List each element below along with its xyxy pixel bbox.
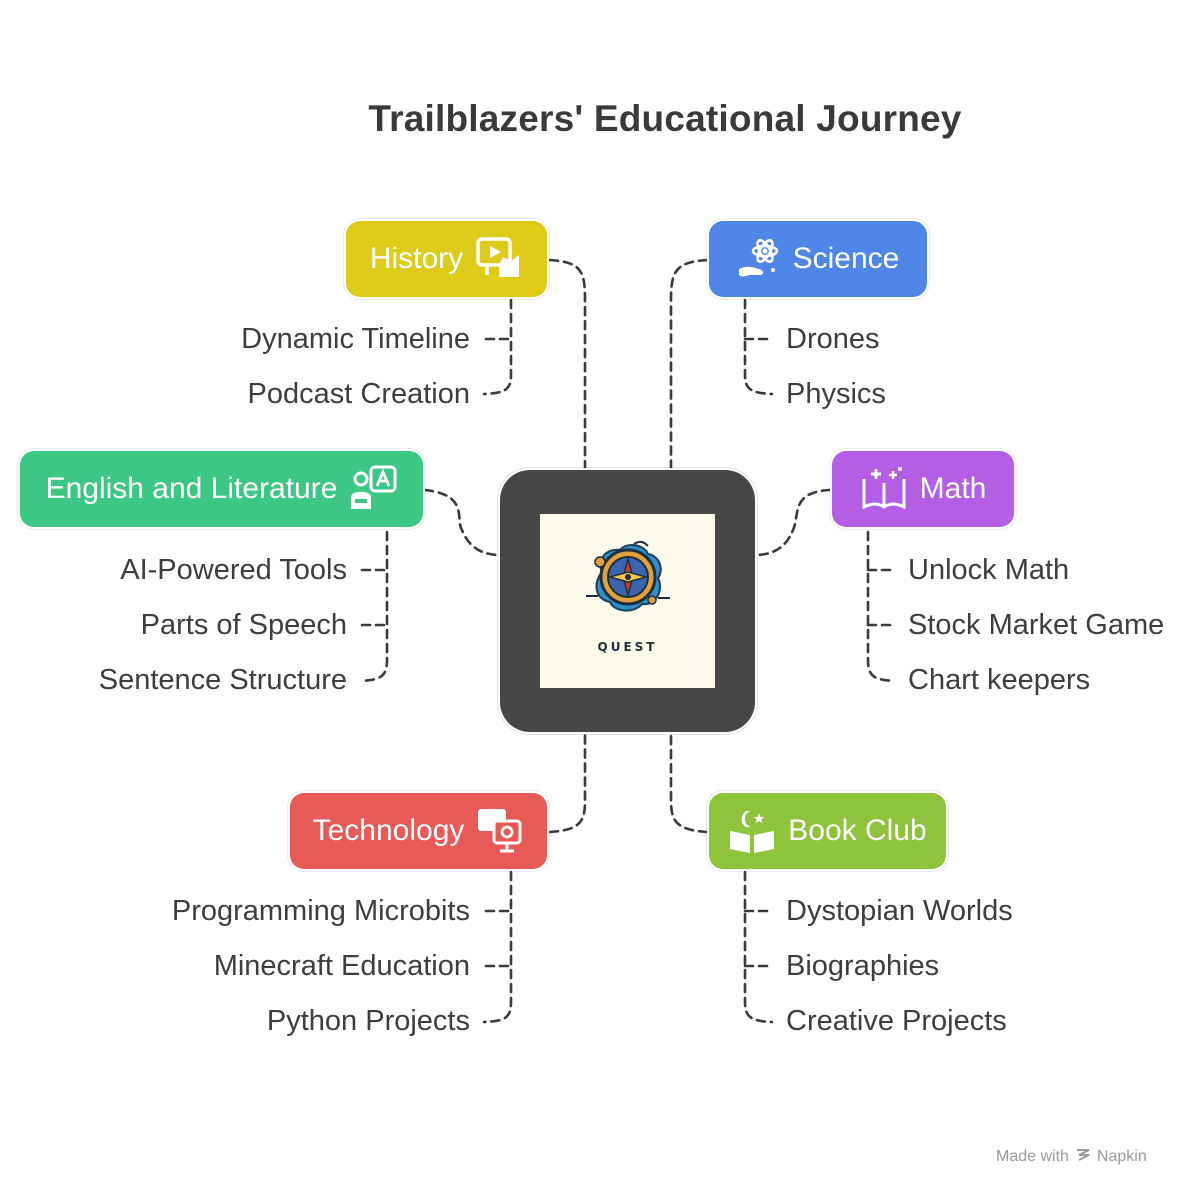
technology-label: Technology (312, 814, 465, 847)
napkin-brand: Napkin (1096, 1147, 1147, 1165)
list-item: Chart keepers (908, 664, 1091, 696)
science-label: Science (792, 242, 900, 275)
quest-logo: QUEST (540, 514, 715, 688)
book-club-node: Book Club (709, 793, 946, 869)
list-item: Minecraft Education (213, 950, 470, 982)
monitor-camera-icon (476, 807, 524, 855)
video-board-icon (475, 235, 523, 283)
connector-history (548, 258, 587, 470)
science-node: Science (709, 221, 927, 297)
list-item: Podcast Creation (247, 378, 470, 410)
branch-math (866, 530, 897, 683)
footer-credit: Made with Napkin (996, 1146, 1147, 1167)
list-item: Physics (786, 378, 886, 410)
connector-science (669, 258, 709, 470)
history-node: History (346, 221, 547, 297)
napkin-logo-icon (1075, 1146, 1091, 1167)
branch-history (482, 298, 513, 396)
connector-english (423, 488, 502, 557)
connector-math (753, 488, 832, 557)
english-literature-label: English and Literature (45, 472, 338, 505)
history-label: History (369, 242, 464, 275)
list-item: Sentence Structure (98, 664, 347, 696)
list-item: Parts of Speech (140, 609, 347, 641)
list-item: Programming Microbits (171, 895, 470, 927)
moon-book-icon (728, 807, 776, 855)
branch-technology (482, 870, 513, 1024)
list-item: Biographies (786, 950, 940, 982)
list-item: Python Projects (266, 1005, 470, 1037)
made-with-text: Made with (996, 1147, 1069, 1165)
math-label: Math (919, 472, 987, 505)
central-hub: QUEST (500, 470, 755, 732)
list-item: Dystopian Worlds (786, 895, 1013, 927)
connector-technology (548, 731, 587, 834)
atom-hand-icon (737, 237, 781, 281)
math-node: Math (832, 451, 1014, 527)
branch-english (358, 530, 389, 683)
diagram-title: Trailblazers' Educational Journey (368, 98, 962, 139)
quest-logo-text: QUEST (597, 640, 658, 654)
connector-book-club (669, 731, 709, 834)
list-item: AI-Powered Tools (120, 554, 347, 586)
list-item: Dynamic Timeline (241, 323, 470, 355)
book-sparkle-icon (860, 465, 908, 513)
branch-science (743, 298, 774, 396)
english-literature-node: English and Literature (20, 451, 423, 527)
book-club-label: Book Club (788, 814, 927, 847)
technology-node: Technology (290, 793, 547, 869)
list-item: Unlock Math (908, 554, 1070, 586)
branch-book-club (743, 870, 774, 1024)
list-item: Stock Market Game (908, 609, 1165, 641)
list-item: Creative Projects (786, 1005, 1007, 1037)
list-item: Drones (786, 323, 880, 355)
compass-icon (586, 540, 670, 612)
person-letter-icon (349, 465, 397, 513)
